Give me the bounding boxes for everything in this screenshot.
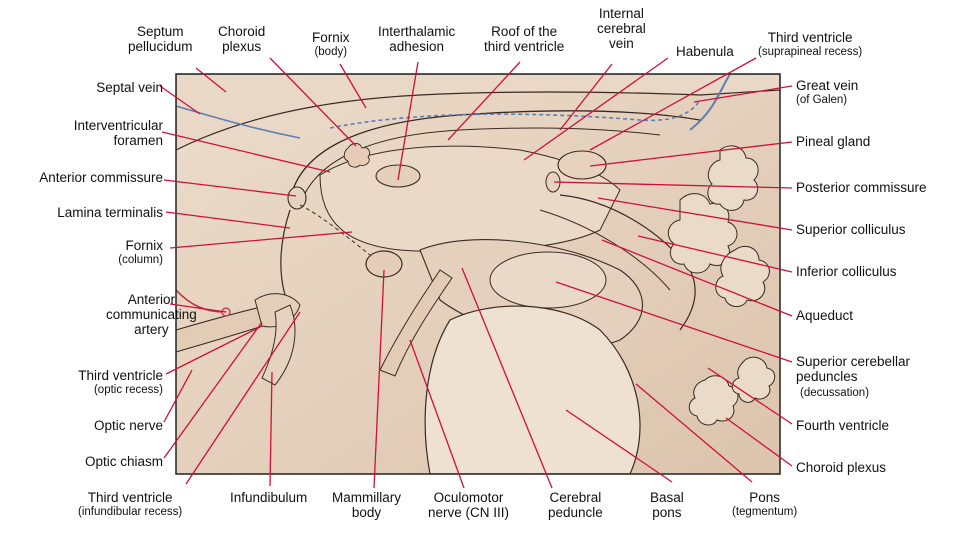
label-optic-chiasm: Optic chiasm — [84, 454, 163, 469]
label-pons-tegmentum: Pons(tegmentum) — [732, 490, 798, 518]
illustration-frame — [175, 73, 781, 475]
label-great-vein: Great vein(of Galen) — [796, 78, 859, 106]
label-choroid-plexus-top: Choroid plexus — [218, 24, 266, 54]
corpus-callosum — [176, 74, 780, 151]
pineal-gland-shape — [557, 150, 607, 180]
cerebellum-folia — [667, 145, 776, 426]
label-cerebral-peduncle: Cerebral peduncle — [548, 490, 603, 520]
label-choroid-plexus-bottom: Choroid plexus — [796, 460, 887, 475]
interthalamic-adhesion-shape — [375, 164, 421, 188]
label-third-ventricle-infundibular: Third ventricle(infundibular recess) — [78, 490, 183, 518]
label-roof-third-ventricle: Roof of the third ventricle — [484, 24, 565, 54]
label-interthalamic-adhesion: Interthalamic adhesion — [378, 24, 456, 54]
label-basal-pons: Basal pons — [650, 490, 684, 520]
label-third-ventricle-optic: Third ventricle(optic recess) — [78, 368, 163, 396]
septal-vein-shape — [176, 105, 301, 139]
label-habenula: Habenula — [676, 44, 734, 59]
label-fornix-body: Fornix(body) — [312, 30, 350, 58]
decussation-shape — [489, 251, 607, 309]
label-infundibulum: Infundibulum — [230, 490, 308, 505]
aqueduct-shape — [539, 209, 671, 291]
label-septal-vein: Septal vein — [96, 80, 163, 95]
lamina-terminalis-shape — [280, 209, 291, 296]
fornix-lower-edge — [299, 127, 661, 206]
label-internal-cerebral-vein: Internal cerebral vein — [597, 6, 646, 51]
fornix-column-shape — [299, 204, 371, 256]
label-inferior-colliculus: Inferior colliculus — [796, 264, 897, 279]
fornix-body-shape — [289, 110, 701, 201]
basal-pons-shape — [424, 305, 641, 474]
label-interventricular-foramen: Interventricular foramen — [73, 118, 163, 148]
label-fornix-column: Fornix(column) — [118, 238, 163, 266]
label-fourth-ventricle: Fourth ventricle — [796, 418, 890, 433]
label-pineal-gland: Pineal gland — [796, 134, 871, 149]
leader-lines — [159, 57, 793, 489]
label-oculomotor-nerve: Oculomotor nerve (CN III) — [428, 490, 510, 520]
label-optic-nerve: Optic nerve — [93, 418, 163, 433]
label-aqueduct: Aqueduct — [796, 308, 854, 323]
internal-cerebral-vein-shape — [329, 99, 701, 129]
choroid-plexus-top-shape — [343, 143, 371, 168]
label-superior-cerebellar-peduncles: Superior cerebellar peduncles(decussatio… — [796, 354, 911, 399]
label-mammillary-body: Mammillary body — [332, 490, 401, 520]
label-lamina-terminalis: Lamina terminalis — [57, 205, 163, 220]
illustration — [176, 74, 780, 474]
label-superior-colliculus: Superior colliculus — [796, 222, 906, 237]
label-septum-pellucidum: Septum pellucidum — [128, 24, 193, 54]
great-vein-shape — [689, 74, 731, 131]
label-third-ventricle-suprapineal: Third ventricle(suprapineal recess) — [758, 30, 863, 58]
label-anterior-communicating-artery: Anterior communicating artery — [106, 292, 197, 337]
label-anterior-commissure: Anterior commissure — [39, 170, 163, 185]
anterior-commissure-shape — [287, 186, 307, 210]
oculomotor-nerve-shape — [379, 269, 453, 377]
label-posterior-commissure: Posterior commissure — [796, 180, 927, 195]
